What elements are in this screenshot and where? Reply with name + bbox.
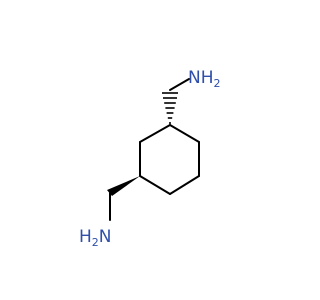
ch2-n-bond-top (169, 78, 190, 91)
ring-bond-c1-c2 (169, 124, 200, 143)
top-nitrogen-label: NH2 (188, 68, 221, 90)
ring-bond-c3-c4 (169, 175, 200, 195)
hashed-wedge-bond (162, 92, 178, 124)
structure-svg: NH2 H2N (79, 68, 221, 249)
solid-wedge-bond (107, 176, 140, 196)
bottom-nitrogen-label: H2N (79, 227, 112, 249)
ring-bond-c4-c5 (139, 175, 171, 195)
ring-bond-c6-c1 (139, 124, 171, 143)
molecule-diagram: NH2 H2N (79, 68, 221, 249)
